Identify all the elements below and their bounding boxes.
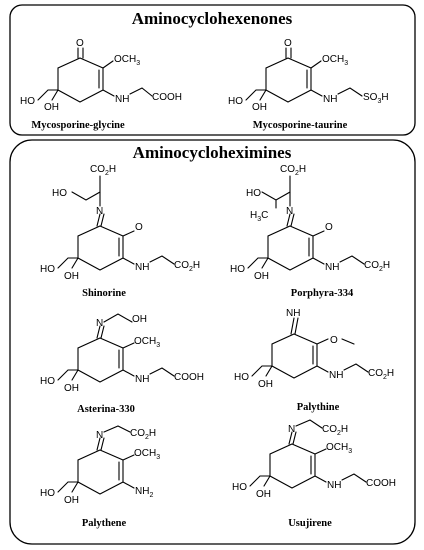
atom-co2h: CO2H: [280, 164, 306, 177]
atom-och3: OCH3: [134, 448, 160, 461]
atom-cooh: COOH: [366, 478, 396, 489]
atom-nh: NH: [323, 94, 337, 105]
atom-o-methyl: O: [330, 335, 338, 346]
atom-n: N: [96, 206, 103, 217]
atom-ho: HO: [230, 264, 245, 275]
atom-o: O: [76, 38, 84, 49]
atom-ho: HO: [232, 482, 247, 493]
atom-co2h: CO2H: [90, 164, 116, 177]
atom-cooh: COOH: [174, 372, 204, 383]
molecule-palythine: NH O HO OH NH CO2H Palythine: [234, 308, 394, 413]
atom-n: N: [96, 430, 103, 441]
atom-n: N: [288, 424, 295, 435]
atom-ho: HO: [246, 188, 261, 199]
atom-n: N: [96, 318, 103, 329]
molecule-name-shinorine: Shinorine: [82, 288, 126, 299]
atom-nh: NH: [115, 94, 129, 105]
atom-ho: HO: [40, 376, 55, 387]
atom-co2h: CO2H: [368, 368, 394, 381]
molecule-name-mycosporine-taurine: Mycosporine-taurine: [253, 120, 348, 131]
atom-oh: OH: [64, 271, 79, 282]
atom-nh: NH: [327, 480, 341, 491]
molecule-shinorine: CO2H HO N O HO OH NH CO2H Shinorine: [40, 164, 200, 299]
atom-och3: OCH3: [322, 54, 348, 67]
atom-nh: NH: [325, 262, 339, 273]
atom-ho: HO: [234, 372, 249, 383]
group-title-aminocycloheximines: Aminocycloheximines: [133, 143, 292, 162]
atom-oh: OH: [64, 383, 79, 394]
atom-oh: OH: [252, 102, 267, 113]
atom-oh: OH: [258, 379, 273, 390]
atom-oh: OH: [132, 314, 147, 325]
atom-och3: OCH3: [134, 336, 160, 349]
molecule-name-usujirene: Usujirene: [288, 518, 332, 529]
atom-ho: HO: [40, 264, 55, 275]
molecule-porphyra-334: CO2H HO H3C N O HO OH NH CO2H Porphyra-3…: [230, 164, 390, 299]
atom-h3c: H3C: [250, 210, 268, 223]
aminocyclohexenones-frame: [9, 4, 416, 136]
atom-co2h: CO2H: [322, 424, 348, 437]
atom-ho: HO: [40, 488, 55, 499]
atom-ho: HO: [228, 96, 243, 107]
atom-ho: HO: [52, 188, 67, 199]
molecule-name-palythine: Palythine: [297, 402, 340, 413]
atom-co2h: CO2H: [130, 428, 156, 441]
molecule-name-palythene: Palythene: [82, 518, 127, 529]
atom-nh: NH: [135, 262, 149, 273]
molecule-asterina-330: N OH OCH3 HO OH NH COOH Asterina-330: [40, 313, 204, 415]
atom-nh2: NH2: [135, 486, 153, 499]
molecule-usujirene: N CO2H OCH3 HO OH NH COOH Usujirene: [232, 419, 396, 529]
atom-o-methyl: O: [135, 222, 143, 233]
atom-n: N: [286, 206, 293, 217]
molecule-mycosporine-taurine: O OCH3 HO OH NH SO3H Mycosporine-taurine: [228, 38, 389, 131]
atom-nh: NH: [329, 370, 343, 381]
molecule-palythene: N CO2H OCH3 HO OH NH2 Palythene: [40, 425, 160, 529]
atom-ho: HO: [20, 96, 35, 107]
atom-co2h: CO2H: [364, 260, 390, 273]
aminocycloheximines-frame: [9, 139, 416, 545]
atom-och3: OCH3: [326, 442, 352, 455]
atom-cooh: COOH: [152, 92, 182, 103]
molecule-name-asterina-330: Asterina-330: [77, 404, 135, 415]
group-title-aminocyclohexenones: Aminocyclohexenones: [132, 9, 293, 28]
atom-oh: OH: [256, 489, 271, 500]
atom-och3: OCH3: [114, 54, 140, 67]
atom-oh: OH: [44, 102, 59, 113]
atom-so3h: SO3H: [363, 92, 389, 105]
molecule-mycosporine-glycine: O OCH3 HO OH NH COOH Mycosporine-glycine: [20, 38, 182, 131]
molecule-name-porphyra-334: Porphyra-334: [291, 288, 354, 299]
atom-o-methyl: O: [325, 222, 333, 233]
atom-co2h: CO2H: [174, 260, 200, 273]
atom-oh: OH: [254, 271, 269, 282]
atom-o: O: [284, 38, 292, 49]
molecule-name-mycosporine-glycine: Mycosporine-glycine: [31, 120, 125, 131]
atom-nh: NH: [286, 308, 300, 319]
atom-nh: NH: [135, 374, 149, 385]
atom-oh: OH: [64, 495, 79, 506]
